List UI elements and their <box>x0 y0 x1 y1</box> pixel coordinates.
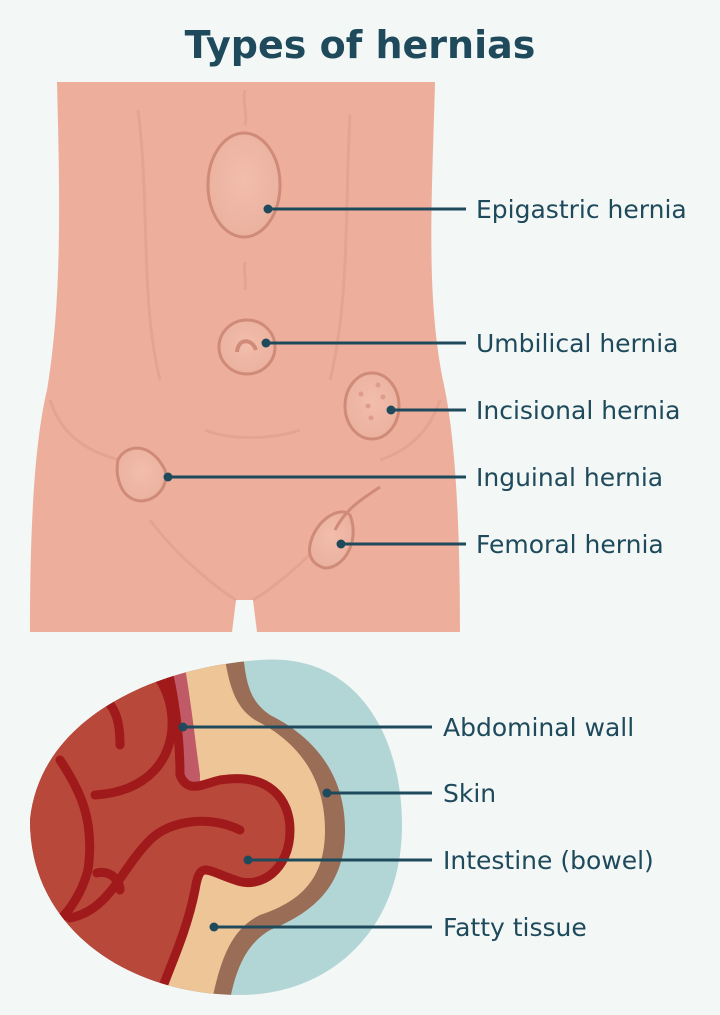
torso-illustration <box>30 82 460 632</box>
label-umbilical-hernia: Umbilical hernia <box>476 329 679 358</box>
inguinal-bulge <box>115 446 168 503</box>
label-epigastric-hernia: Epigastric hernia <box>476 195 687 224</box>
label-skin: Skin <box>443 779 496 808</box>
hernia-leaders <box>163 204 466 549</box>
label-intestine: Intestine (bowel) <box>443 846 654 875</box>
femoral-bulge <box>308 510 355 570</box>
label-abdominal-wall: Abdominal wall <box>443 713 634 742</box>
label-fatty-tissue: Fatty tissue <box>443 913 587 942</box>
label-femoral-hernia: Femoral hernia <box>476 530 664 559</box>
label-inguinal-hernia: Inguinal hernia <box>476 463 663 492</box>
cross-section-illustration <box>30 659 402 995</box>
incisional-bulge <box>343 371 401 441</box>
epigastric-bulge <box>206 131 282 239</box>
layer-leaders <box>178 722 432 932</box>
label-incisional-hernia: Incisional hernia <box>476 396 680 425</box>
umbilical-bulge <box>217 318 277 376</box>
page-title: Types of hernias <box>185 23 536 67</box>
